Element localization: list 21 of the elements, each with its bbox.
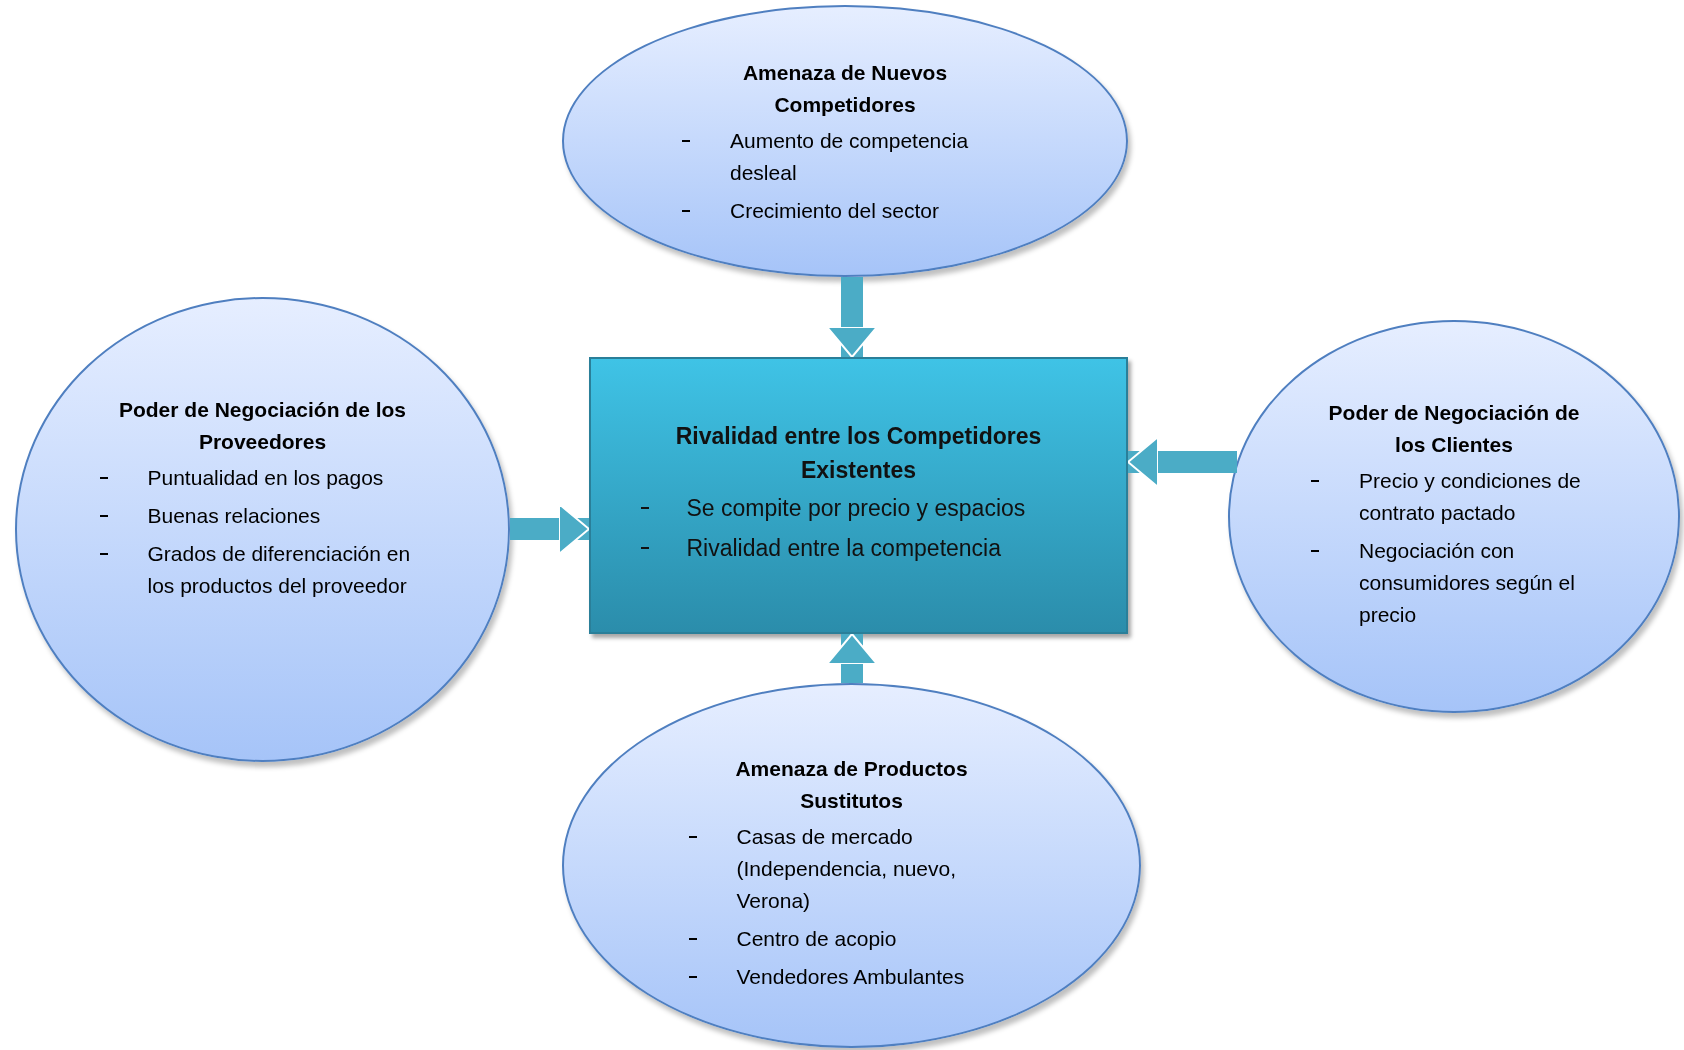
- block-arrow: [826, 277, 878, 358]
- bullet-text: Grados de diferenciación en los productos del proveedor: [147, 541, 412, 599]
- bullet-text: Puntualidad en los pagos: [147, 465, 384, 491]
- bullet-text: Precio y condiciones de contrato pactado: [1359, 468, 1582, 526]
- bullet-text: Aumento de competencia desleal: [730, 128, 970, 186]
- block-arrow: [1127, 436, 1237, 488]
- node-title: Amenaza de Productos Sustitutos: [734, 756, 969, 814]
- bullet-text: Crecimiento del sector: [730, 198, 939, 224]
- bullet-text: Centro de acopio: [736, 926, 897, 952]
- block-arrow: [826, 633, 878, 683]
- bullet-text: Rivalidad entre la competencia: [686, 534, 1001, 563]
- bullet-text: Negociación con consumidores según el precio: [1359, 538, 1576, 628]
- bullet-text: Vendedores Ambulantes: [736, 964, 965, 990]
- node-title: Amenaza de Nuevos Competidores: [741, 60, 949, 118]
- node-title: Rivalidad entre los Competidores Existentes: [674, 422, 1043, 485]
- center-rectangle: [589, 357, 1128, 634]
- node-title: Poder de Negociación de los Proveedores: [117, 397, 408, 455]
- bullet-text: Casas de mercado (Independencia, nuevo, Verona): [736, 824, 957, 914]
- bullet-text: Se compite por precio y espacios: [686, 494, 1026, 523]
- node-title: Poder de Negociación de los Clientes: [1327, 400, 1581, 458]
- bullet-text: Buenas relaciones: [147, 503, 321, 529]
